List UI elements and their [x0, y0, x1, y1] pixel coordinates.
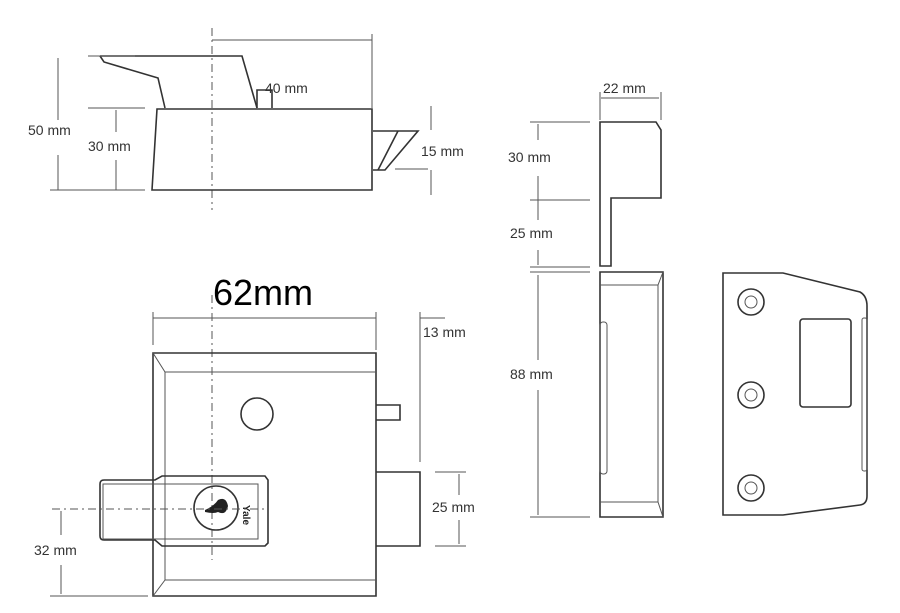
dim-bolt-height-label: 15 mm — [421, 143, 464, 159]
dim-staple-lip-label: 25 mm — [510, 225, 553, 241]
dim-staple-body-label: 88 mm — [510, 366, 553, 382]
brand-mark: Yale — [240, 505, 251, 525]
dim-body-height-label: 30 mm — [88, 138, 131, 154]
staple-side-view — [530, 92, 664, 518]
front-view: Yale — [50, 295, 466, 597]
dim-width-label: 62mm — [213, 272, 314, 313]
dim-backset-label: 13 mm — [423, 324, 466, 340]
dim-staple-width-label: 22 mm — [603, 80, 646, 96]
dim-cylinder-height-label: 32 mm — [34, 542, 77, 558]
dim-staple-top-label: 30 mm — [508, 149, 551, 165]
dim-height-total-label: 50 mm — [28, 122, 71, 138]
dim-projection-label: 40 mm — [265, 80, 308, 96]
side-view — [50, 28, 432, 210]
dim-front-bolt-label: 25 mm — [432, 499, 475, 515]
staple-front-view — [722, 272, 868, 516]
